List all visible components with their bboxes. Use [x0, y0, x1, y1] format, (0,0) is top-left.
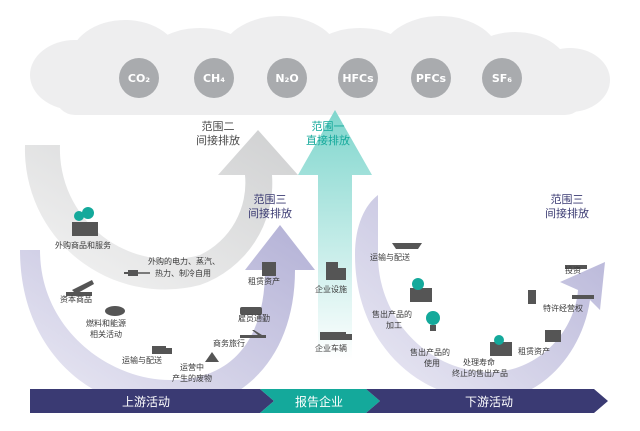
- gas-n2o: N₂O: [267, 58, 307, 98]
- label-fuel-energy-2: 相关活动: [90, 330, 122, 339]
- label-fuel-energy-1: 燃料和能源: [86, 319, 126, 328]
- label-commuting: 雇员通勤: [238, 314, 270, 323]
- label-purchased-energy-1: 外购的电力、蒸汽、: [148, 257, 220, 266]
- scope2-subheading: 间接排放: [196, 134, 240, 147]
- label-processing-2: 加工: [386, 321, 402, 330]
- label-franchises: 特许经营权: [543, 304, 583, 313]
- scope3-down-heading: 范围三: [550, 193, 584, 206]
- label-purchased-energy-2: 热力、制冷自用: [155, 269, 211, 278]
- scope2-heading: 范围二: [201, 120, 235, 133]
- scope2-title: 范围二 间接排放: [196, 120, 240, 148]
- label-eol-2: 终止的售出产品: [452, 369, 508, 378]
- label-transport-down: 运输与配送: [370, 253, 410, 262]
- bar-downstream: 下游活动: [464, 394, 513, 409]
- icons: [66, 207, 594, 362]
- gas-sf6: SF₆: [482, 58, 522, 98]
- scope1-title: 范围一 直接排放: [306, 120, 350, 148]
- label-capital-goods: 资本商品: [60, 295, 92, 304]
- gas-ch4: CH₄: [194, 58, 234, 98]
- label-investments: 投资: [565, 266, 581, 275]
- label-waste-1: 运营中: [180, 363, 204, 372]
- scope2-arrow: [24, 130, 299, 290]
- scope1-heading: 范围一: [311, 120, 345, 133]
- label-facilities: 企业设施: [315, 285, 347, 294]
- label-use-1: 售出产品的: [410, 348, 450, 357]
- scope3-down-title: 范围三 间接排放: [545, 193, 589, 221]
- label-transport-up: 运输与配送: [122, 356, 162, 365]
- label-eol-1: 处理寿命: [463, 358, 495, 367]
- label-purchased-goods: 外购商品和服务: [55, 241, 111, 250]
- scope3-up-heading: 范围三: [253, 193, 287, 206]
- scope1-arrow: [298, 110, 372, 360]
- scope3-down-arrow: [355, 195, 605, 400]
- label-processing-1: 售出产品的: [372, 310, 412, 319]
- clouds: [30, 16, 610, 115]
- gas-hfcs: HFCs: [338, 58, 378, 98]
- bar-upstream: 上游活动: [121, 394, 170, 409]
- label-leased-assets-up: 租赁资产: [248, 277, 280, 286]
- label-business-travel: 商务旅行: [213, 339, 245, 348]
- label-waste-2: 产生的废物: [172, 374, 212, 383]
- scope3-up-arrow: [20, 225, 315, 410]
- label-leased-assets-down: 租赁资产: [518, 347, 550, 356]
- scope3-up-title: 范围三 间接排放: [248, 193, 292, 221]
- scope3-down-subheading: 间接排放: [545, 207, 589, 220]
- label-vehicles: 企业车辆: [315, 344, 347, 353]
- scope3-up-subheading: 间接排放: [248, 207, 292, 220]
- bar-company: 报告企业: [294, 394, 343, 409]
- label-use-2: 使用: [424, 359, 440, 368]
- scope1-subheading: 直接排放: [306, 134, 350, 147]
- gas-pfcs: PFCs: [411, 58, 451, 98]
- gas-co2: CO₂: [119, 58, 159, 98]
